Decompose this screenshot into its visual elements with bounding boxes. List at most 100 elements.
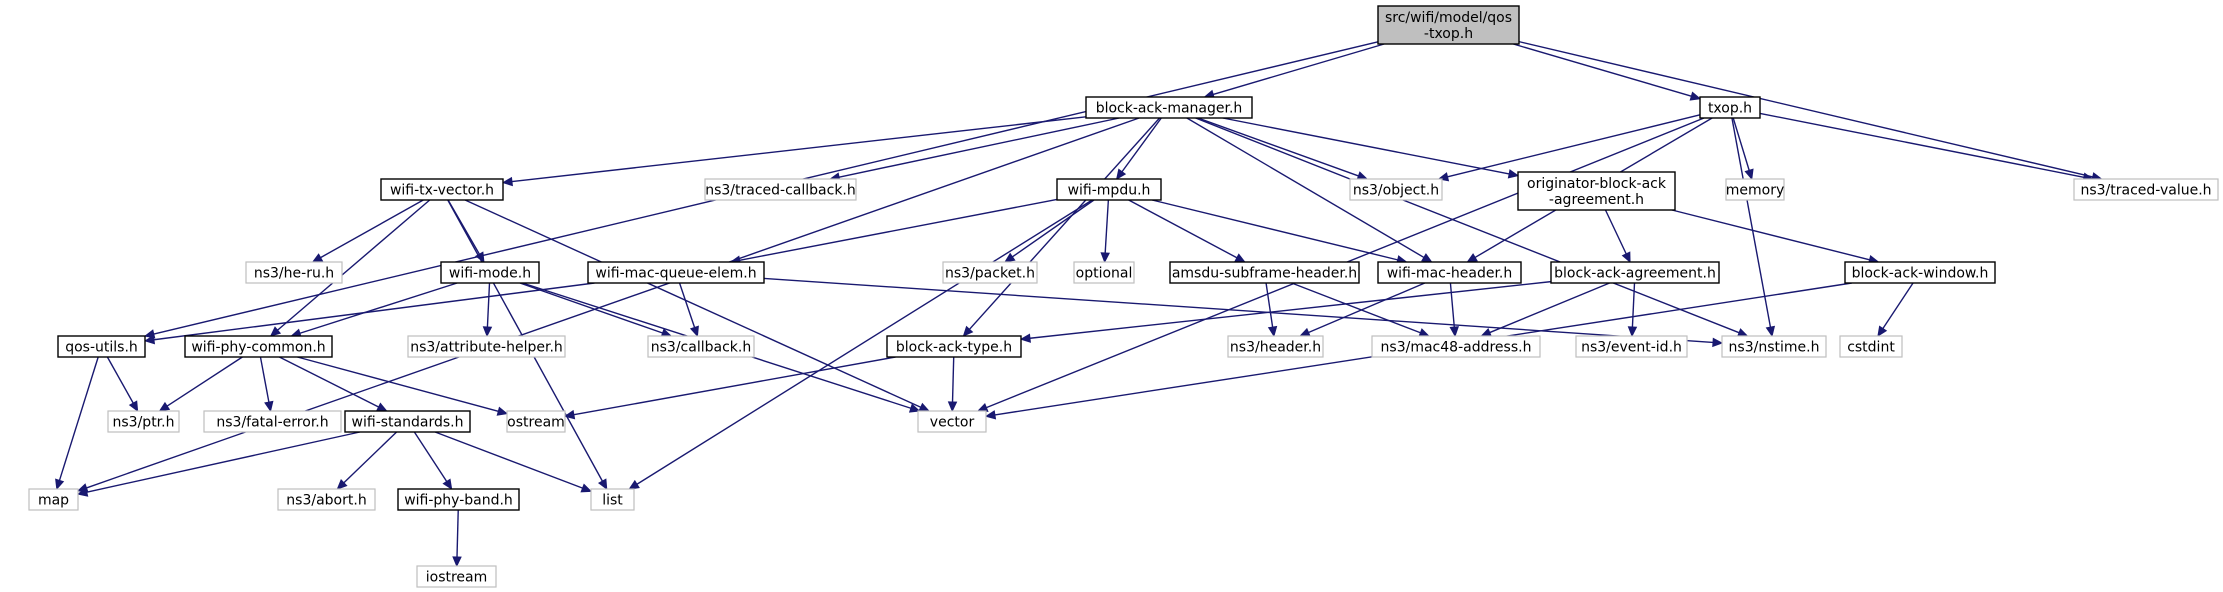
node-box bbox=[1349, 178, 1443, 201]
node-box bbox=[886, 335, 1022, 358]
edge-wstd-to-abort bbox=[336, 431, 398, 490]
node-wmpdu[interactable]: wifi-mpdu.h bbox=[1056, 178, 1162, 201]
node-root[interactable]: src/wifi/model/qos-txop.h bbox=[1377, 5, 1520, 45]
arrowhead bbox=[1877, 325, 1888, 338]
arrowhead bbox=[76, 487, 89, 497]
node-label: wifi-phy-common.h bbox=[191, 340, 325, 356]
edge-line bbox=[1447, 114, 1701, 178]
edge-oba-to-baw bbox=[1671, 209, 1880, 265]
node-box bbox=[1844, 261, 1996, 284]
node-label: ns3/traced-value.h bbox=[2080, 183, 2211, 199]
node-box bbox=[203, 410, 342, 433]
arrowhead bbox=[908, 403, 921, 413]
node-label: ns3/he-ru.h bbox=[254, 266, 334, 282]
arrowhead bbox=[597, 478, 608, 491]
edge-line bbox=[636, 199, 1093, 485]
node-label: iostream bbox=[426, 570, 488, 586]
node-box bbox=[2073, 178, 2219, 201]
arrowhead bbox=[628, 479, 640, 490]
node-wtv[interactable]: wifi-tx-vector.h bbox=[380, 178, 504, 201]
arrowhead bbox=[269, 326, 282, 337]
node-label: wifi-phy-band.h bbox=[404, 493, 513, 509]
node-box bbox=[416, 565, 497, 588]
node-box bbox=[587, 261, 765, 284]
node-label: ns3/packet.h bbox=[945, 266, 1035, 282]
node-box bbox=[1517, 171, 1676, 211]
edge-line bbox=[277, 199, 431, 331]
edge-wpc-to-ostream bbox=[297, 356, 509, 416]
arrowhead bbox=[1267, 325, 1278, 338]
node-iostream: iostream bbox=[416, 565, 497, 588]
node-oba[interactable]: originator-block-ack-agreement.h bbox=[1517, 171, 1676, 211]
node-label: block-ack-manager.h bbox=[1096, 101, 1243, 117]
node-label: ns3/event-id.h bbox=[1581, 340, 1682, 356]
node-label: -agreement.h bbox=[1549, 192, 1644, 208]
node-label: wifi-mac-queue-elem.h bbox=[595, 266, 756, 282]
node-wmqe[interactable]: wifi-mac-queue-elem.h bbox=[587, 261, 765, 284]
node-label: wifi-mpdu.h bbox=[1068, 183, 1151, 199]
node-box bbox=[1377, 261, 1522, 284]
node-label: originator-block-ack bbox=[1527, 176, 1667, 192]
arrowhead bbox=[501, 176, 513, 187]
node-wstd[interactable]: wifi-standards.h bbox=[344, 410, 471, 433]
node-label: wifi-mac-header.h bbox=[1387, 266, 1513, 282]
edge-line bbox=[1604, 209, 1627, 255]
edge-line bbox=[1186, 117, 1425, 259]
edge-line bbox=[838, 117, 1120, 178]
node-amsdu[interactable]: amsdu-subframe-header.h bbox=[1169, 261, 1360, 284]
edge-wmpdu-to-wmqe bbox=[729, 198, 1058, 265]
edge-wmpdu-to-amsdu bbox=[1128, 199, 1246, 263]
edge-line bbox=[1291, 282, 1421, 334]
node-label: map bbox=[38, 493, 69, 509]
node-vector: vector bbox=[917, 410, 987, 433]
edge-line bbox=[1308, 282, 1426, 334]
node-wpc[interactable]: wifi-phy-common.h bbox=[184, 335, 333, 358]
node-wmh[interactable]: wifi-mac-header.h bbox=[1377, 261, 1522, 284]
node-ostream: ostream bbox=[506, 410, 566, 433]
arrowhead bbox=[376, 402, 388, 412]
node-map: map bbox=[28, 488, 79, 511]
edge-bam-to-traced_cb bbox=[829, 117, 1120, 182]
node-label: amsdu-subframe-header.h bbox=[1172, 266, 1357, 282]
node-bat[interactable]: block-ack-type.h bbox=[886, 335, 1022, 358]
node-box bbox=[1725, 178, 1785, 201]
node-bam[interactable]: block-ack-manager.h bbox=[1085, 96, 1253, 119]
edge-bam-to-map bbox=[76, 117, 1140, 493]
arrowhead bbox=[1736, 328, 1749, 337]
node-baa[interactable]: block-ack-agreement.h bbox=[1550, 261, 1720, 284]
edge-line bbox=[434, 431, 583, 489]
edge-wstd-to-wpb bbox=[413, 431, 453, 491]
node-object: ns3/object.h bbox=[1349, 178, 1443, 201]
arrowhead bbox=[947, 401, 958, 413]
edge-line bbox=[763, 277, 1714, 344]
node-box bbox=[57, 335, 146, 358]
arrowhead bbox=[1418, 328, 1430, 338]
node-qosu[interactable]: qos-utils.h bbox=[57, 335, 146, 358]
node-label: ns3/mac48-address.h bbox=[1381, 340, 1532, 356]
node-wmode[interactable]: wifi-mode.h bbox=[440, 261, 540, 284]
edge-line bbox=[153, 282, 595, 341]
arrowhead bbox=[1234, 253, 1246, 263]
node-wpb[interactable]: wifi-phy-band.h bbox=[397, 488, 520, 511]
node-label: optional bbox=[1076, 266, 1133, 282]
edge-root-to-txop bbox=[1513, 43, 1702, 101]
arrowhead bbox=[1765, 325, 1776, 338]
edge-qosu-to-map bbox=[55, 356, 99, 491]
node-baw[interactable]: block-ack-window.h bbox=[1844, 261, 1996, 284]
edge-bam-to-nstime bbox=[1195, 117, 1749, 337]
edge-line bbox=[297, 356, 499, 412]
node-txop[interactable]: txop.h bbox=[1699, 96, 1761, 119]
edge-wtv-to-wpc bbox=[269, 199, 431, 337]
edge-line bbox=[573, 356, 896, 416]
edge-baa-to-mac48 bbox=[1480, 282, 1610, 337]
arrowhead bbox=[496, 406, 509, 416]
nodes-layer: src/wifi/model/qos-txop.h block-ack-manag… bbox=[28, 5, 2219, 588]
arrowhead bbox=[962, 325, 974, 337]
node-list: list bbox=[590, 488, 635, 511]
node-label: vector bbox=[930, 415, 975, 431]
node-label: ns3/object.h bbox=[1353, 183, 1439, 199]
edge-line bbox=[1732, 117, 1750, 171]
arrowhead bbox=[1621, 251, 1631, 264]
edge-wstd-to-map bbox=[76, 431, 360, 497]
